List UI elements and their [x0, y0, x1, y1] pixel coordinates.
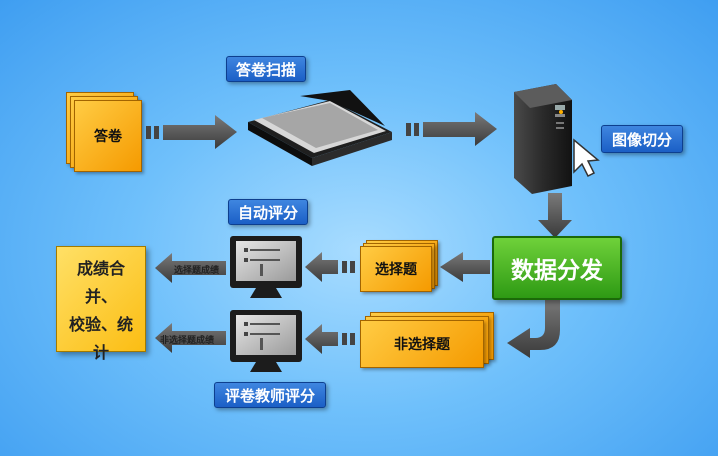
arrow-nonchoice-to-monitor [305, 324, 355, 354]
scanner-device [248, 90, 392, 166]
choice-questions-label: 选择题 [375, 262, 417, 278]
non-choice-questions-label: 非选择题 [394, 337, 450, 353]
answer-sheet-label: 答卷 [94, 129, 122, 145]
mouse-cursor-icon [573, 138, 600, 178]
data-dispatch-box: 数据分发 [492, 236, 622, 300]
arrow-dispatch-to-nonchoice [507, 298, 560, 358]
non-choice-scores-label: 非选择题成绩 [160, 336, 215, 346]
arrow-sheet-to-scanner [146, 115, 237, 149]
monitor-teacher-score-icon [230, 310, 302, 372]
merge-line-1: 成绩合并、 [76, 259, 125, 306]
choice-scores-label: 选择题成绩 [174, 266, 220, 276]
arrow-choice-to-monitor [305, 252, 355, 282]
arrow-monitor-to-merge-top [155, 253, 226, 283]
merge-note: 成绩合并、 校验、统 计 [56, 246, 146, 362]
merge-line-2: 校验、统 [68, 315, 133, 334]
non-choice-questions-stack: 非选择题 [360, 312, 500, 370]
arrow-dispatch-to-choice [440, 252, 490, 282]
answer-sheet-stack: 答卷 [66, 92, 146, 172]
arrow-server-to-dispatch [538, 193, 572, 238]
scan-label: 答卷扫描 [226, 56, 306, 82]
choice-questions-stack: 选择题 [360, 240, 442, 294]
server-tower [514, 84, 572, 194]
merge-line-3: 计 [92, 343, 109, 362]
arrow-scanner-to-server [406, 112, 497, 146]
arrow-monitor-to-merge-bottom [155, 323, 226, 353]
monitor-auto-score-icon [230, 236, 302, 298]
teacher-score-label: 评卷教师评分 [214, 382, 326, 408]
auto-score-label: 自动评分 [228, 199, 308, 225]
image-split-label: 图像切分 [601, 125, 683, 153]
